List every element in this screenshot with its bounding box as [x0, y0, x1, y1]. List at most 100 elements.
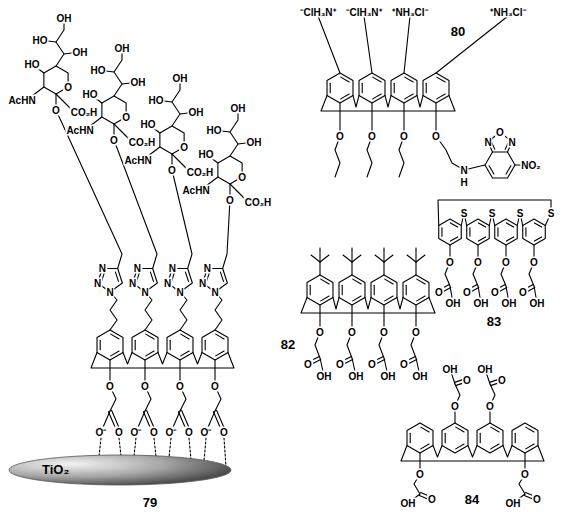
bond [351, 248, 352, 262]
bond [341, 77, 349, 82]
bond [416, 255, 425, 262]
bond [353, 279, 361, 284]
atom-label: O⁻ [130, 427, 143, 438]
atom-label: O [347, 327, 357, 338]
bond [384, 255, 393, 262]
bond [111, 351, 119, 356]
atom-label: N [483, 137, 492, 148]
bond [385, 296, 393, 301]
atom-label: OH [316, 371, 333, 382]
bond [220, 272, 223, 281]
atom-label: S [488, 208, 497, 219]
bond [327, 73, 353, 103]
atom-label: AcHN [65, 125, 94, 136]
atom-label: O [179, 142, 189, 153]
bond [321, 96, 455, 112]
bond [145, 292, 152, 330]
atom-label: N [210, 287, 219, 298]
bond [503, 446, 512, 458]
atom-label: N [507, 137, 516, 148]
support-ellipse: TiO₂ [8, 454, 232, 486]
atom-label: O [529, 257, 539, 268]
bond [373, 94, 381, 99]
bond [146, 334, 154, 339]
bond [310, 285, 311, 295]
atom-label: ⁺NH₃Cl⁻ [391, 7, 428, 18]
atom-label: N [163, 278, 172, 289]
bond [526, 444, 534, 449]
atom-label: O [520, 469, 530, 480]
compound-number: 84 [464, 493, 480, 507]
bond [114, 48, 122, 96]
atom-label: O [335, 359, 345, 370]
bond [485, 152, 515, 178]
bond [491, 427, 499, 432]
bond [158, 353, 167, 365]
bond [115, 272, 118, 281]
bond [150, 272, 153, 281]
atom-label: ⁻ClH₃N⁺ [345, 7, 382, 18]
atom-label: HO [206, 125, 223, 136]
bond [456, 444, 464, 449]
atom-label: O [411, 327, 421, 338]
atom-label: NO₂ [520, 160, 541, 171]
bond [351, 262, 352, 275]
atom-label: OH [529, 298, 546, 309]
bond [180, 292, 187, 330]
bond [417, 96, 423, 108]
atom-label: O [149, 427, 159, 438]
bond [525, 228, 526, 236]
atom-label: O [184, 427, 194, 438]
atom-label: O [219, 427, 229, 438]
atom-label: OH [114, 43, 131, 54]
bond [526, 427, 534, 432]
bond [335, 136, 340, 177]
bond [193, 353, 202, 365]
bond [216, 351, 224, 356]
atom-label: O [431, 131, 441, 142]
bond [442, 423, 468, 453]
bond [450, 237, 457, 241]
atom-label: S [547, 208, 556, 219]
atom-label: O [399, 131, 409, 142]
atom-label: N [175, 287, 184, 298]
bond [417, 279, 425, 284]
bond [401, 446, 544, 462]
bond [480, 433, 481, 443]
compound-number: 83 [486, 315, 502, 329]
coordination-bond [134, 438, 136, 456]
bond [307, 275, 333, 305]
bond [407, 255, 416, 262]
bond [417, 296, 425, 301]
atom-label: N [128, 278, 137, 289]
atom-label: O [109, 135, 119, 146]
coordination-bond [154, 438, 156, 457]
bond [343, 255, 352, 262]
bond [523, 219, 546, 245]
bond [421, 444, 429, 449]
bond [441, 228, 442, 236]
bond [56, 110, 122, 268]
coordination-bond [204, 438, 206, 461]
atom-label: HO [24, 59, 41, 70]
bond [437, 77, 445, 82]
bond [359, 73, 385, 103]
bond [362, 83, 363, 93]
bond [181, 334, 189, 339]
atom-label: CO₂H [128, 137, 157, 148]
bond [223, 200, 230, 268]
bond [405, 94, 413, 99]
atom-label: O⁻ [165, 427, 178, 438]
atom-label: O [399, 359, 409, 370]
coordination-bond [169, 438, 171, 458]
atom-label: HO [148, 95, 165, 106]
atom-label: O [367, 131, 377, 142]
atom-label: HO [82, 89, 99, 100]
bond [321, 279, 329, 284]
atom-label: N [105, 287, 114, 298]
bond [320, 255, 329, 262]
atom-label: OH [72, 47, 89, 58]
